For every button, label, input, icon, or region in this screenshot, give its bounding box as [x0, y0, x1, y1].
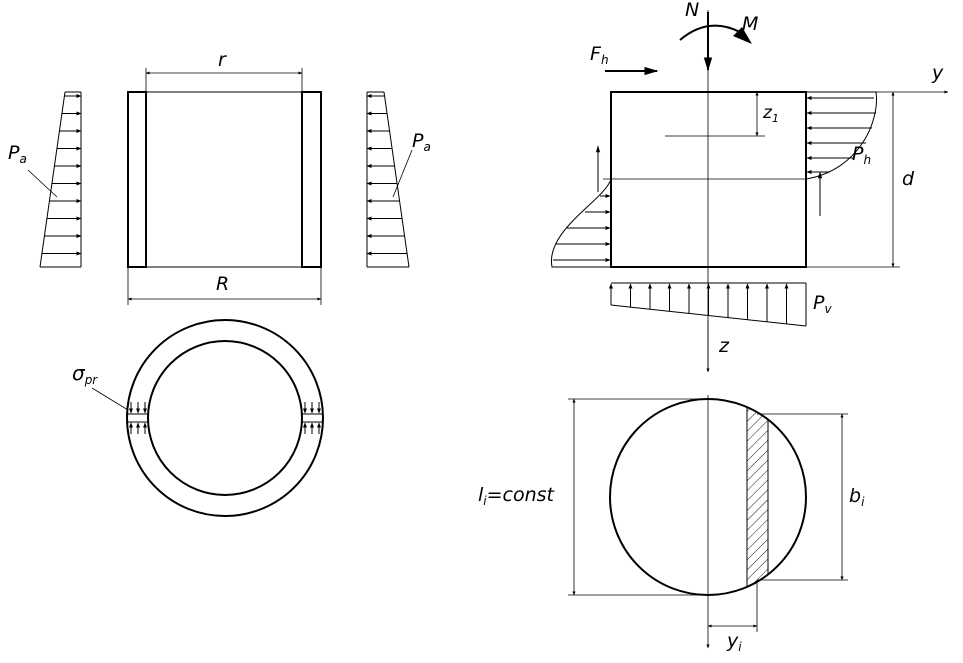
- label-li: li=const: [478, 484, 556, 508]
- label-d: d: [902, 168, 915, 190]
- label-yi: yi: [726, 630, 742, 654]
- ring-plan-view: σpr: [72, 319, 324, 517]
- base-plan-view: li=const bi yi: [478, 395, 865, 654]
- label-pa-right: Pa: [412, 130, 431, 154]
- label-R: R: [216, 273, 229, 295]
- label-z1: z1: [762, 103, 779, 125]
- dimension-r: r: [145, 49, 303, 92]
- label-r: r: [218, 49, 227, 71]
- label-bi: bi: [849, 485, 865, 509]
- dimension-R: R: [127, 267, 322, 305]
- pressure-diagram-right: Pa: [366, 91, 431, 268]
- joint-left: [127, 402, 148, 434]
- joint-right: [302, 402, 323, 434]
- right-wall: [301, 91, 322, 268]
- label-M: M: [742, 13, 758, 35]
- cylinder-section-view: r R Pa Pa: [8, 49, 431, 305]
- pressure-diagram-left: Pa: [8, 91, 82, 268]
- hatched-strip: [747, 399, 768, 595]
- label-N: N: [685, 0, 699, 21]
- left-wall: [127, 91, 147, 268]
- foundation-loading-view: N M Fh y z1 Ph d Pv: [551, 0, 949, 373]
- label-y: y: [931, 62, 944, 84]
- label-Pv: Pv: [813, 292, 832, 316]
- label-z: z: [718, 335, 730, 357]
- label-Fh: Fh: [590, 43, 609, 67]
- label-sigma-pr: σpr: [72, 361, 98, 387]
- label-Ph: Ph: [852, 143, 871, 167]
- label-pa-left: Pa: [8, 142, 27, 166]
